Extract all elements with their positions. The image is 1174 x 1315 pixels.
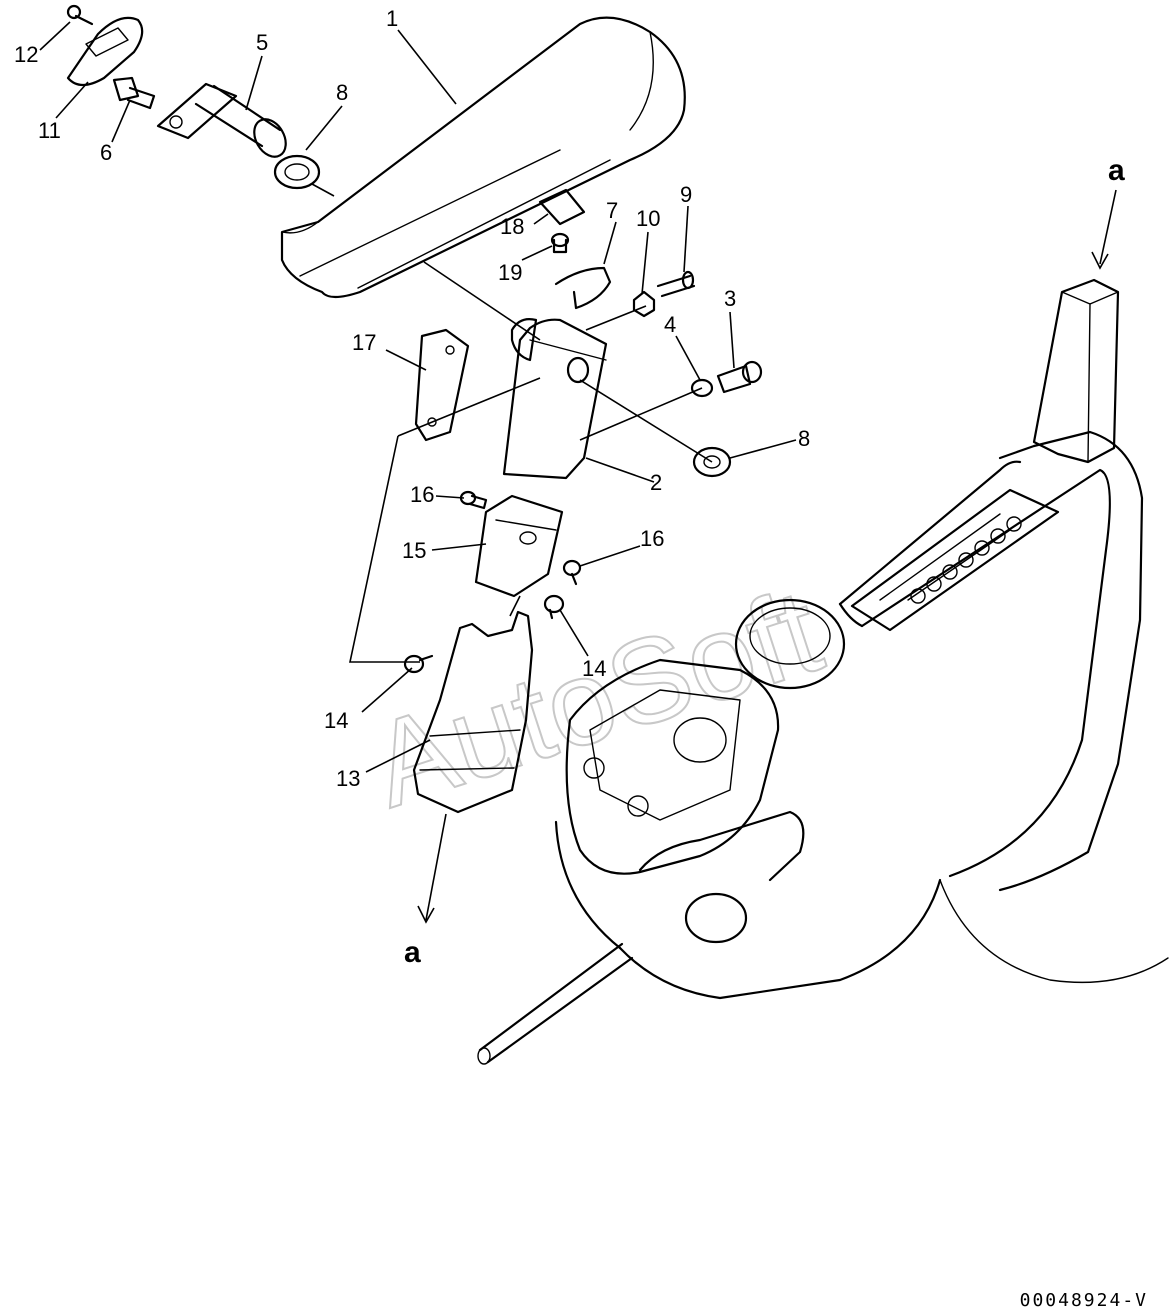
view-letter-lower: a (404, 936, 421, 969)
callout-19: 19 (498, 260, 522, 285)
part-12-screw (66, 4, 94, 26)
callout-2: 2 (650, 470, 662, 495)
assembly-guide-lines (311, 183, 713, 663)
part-18-plate (538, 188, 586, 226)
view-arrow-upper (1091, 189, 1117, 270)
part-15-cover (474, 494, 564, 598)
callout-3: 3 (724, 286, 736, 311)
callout-10: 10 (636, 206, 660, 231)
part-1-armrest (280, 16, 686, 299)
callout-14-left: 14 (324, 708, 348, 733)
callout-11: 11 (38, 118, 61, 143)
view-letter-upper: a (1108, 154, 1125, 187)
part-2-bracket (502, 318, 608, 480)
callout-16-upper: 16 (410, 482, 434, 507)
callout-7: 7 (606, 198, 618, 223)
part-10-nut (632, 290, 656, 318)
part-8-washer-lower (692, 446, 732, 478)
part-4-washer (690, 378, 714, 398)
callout-15: 15 (402, 538, 426, 563)
part-14-screw-left (403, 654, 434, 674)
callout-16-lower: 16 (640, 526, 664, 551)
callout-9: 9 (680, 182, 692, 207)
callout-8-lower: 8 (798, 426, 810, 451)
callout-leader-lines (39, 21, 797, 773)
part-14-screw-right (543, 594, 565, 620)
part-8-washer-upper (273, 154, 321, 190)
part-13-lower-cover (412, 610, 534, 814)
part-17-plate (414, 328, 470, 442)
callout-4: 4 (664, 312, 676, 337)
watermark-text: AutoSoft (356, 563, 835, 833)
callout-5: 5 (256, 30, 268, 55)
callout-17: 17 (352, 330, 376, 355)
seat-console-assembly (477, 278, 1169, 1065)
part-16-screw-lower (562, 559, 582, 586)
view-arrow-lower (417, 813, 447, 924)
part-5-pin (156, 82, 287, 158)
callout-6: 6 (100, 140, 112, 165)
drawing-code: 00048924-V (1019, 1290, 1148, 1311)
callout-labels: 1 2 3 4 5 6 7 8 8 9 10 11 12 13 14 14 15… (14, 6, 810, 791)
part-11-cover (66, 16, 144, 87)
part-9-bolt (656, 270, 696, 298)
callout-18: 18 (500, 214, 524, 239)
part-16-screw-upper (459, 490, 488, 510)
part-6-bolt (112, 76, 156, 110)
callout-8-upper: 8 (336, 80, 348, 105)
part-7-clip (554, 266, 612, 310)
callout-13: 13 (336, 766, 360, 791)
part-3-bolt (716, 360, 763, 394)
part-19-screw (550, 232, 570, 254)
callout-1: 1 (386, 6, 398, 31)
callout-12: 12 (14, 42, 38, 67)
callout-14-right: 14 (582, 656, 606, 681)
